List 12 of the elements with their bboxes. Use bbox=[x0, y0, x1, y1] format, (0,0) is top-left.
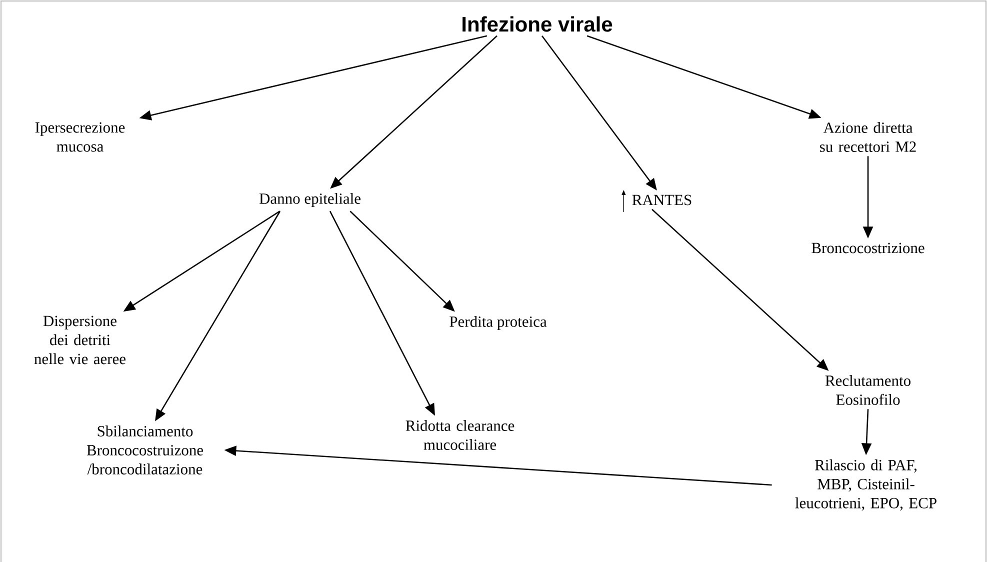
node-text: Danno epiteliale bbox=[259, 192, 360, 208]
node-text: RANTES bbox=[632, 194, 692, 206]
node-text: Azione diretta su recettori M2 bbox=[820, 122, 916, 152]
node-text: Rilascio di PAF, MBP, Cisteinil-leucotrieni, EPO, ECP bbox=[795, 459, 936, 511]
node-text: Broncocostrizione bbox=[812, 242, 924, 254]
node-text: Dispersione dei detriti nelle vie aeree bbox=[34, 316, 126, 364]
node-text: Ipersecrezione mucosa bbox=[35, 122, 125, 152]
node-text: Perdita proteica bbox=[450, 316, 547, 330]
title-text: Infezione virale bbox=[462, 16, 612, 32]
node-text: Ridotta clearance mucociliare bbox=[406, 420, 514, 450]
node-text: Reclutamento Eosinofilo bbox=[825, 375, 910, 405]
node-text: Sbilanciamento Broncocostruizone /broncodilatazione bbox=[86, 426, 203, 474]
